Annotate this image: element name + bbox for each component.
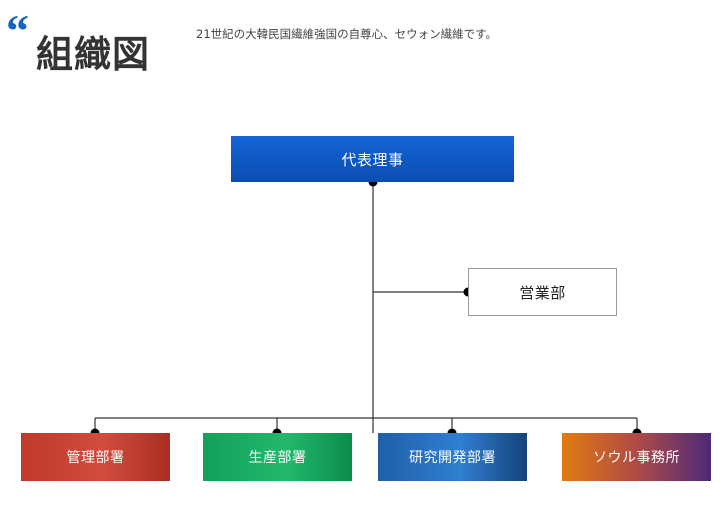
org-node-sales[interactable]: 営業部 bbox=[468, 268, 617, 316]
org-node-rnd-label: 研究開発部署 bbox=[409, 450, 496, 466]
org-node-root[interactable]: 代表理事 bbox=[231, 136, 514, 182]
org-node-production[interactable]: 生産部署 bbox=[203, 433, 352, 481]
org-chart: 代表理事 営業部 管理部署 生産部署 研究開発部署 ソウル事務所 bbox=[0, 70, 725, 516]
org-node-seoul-office-label: ソウル事務所 bbox=[593, 450, 680, 466]
org-node-seoul-office[interactable]: ソウル事務所 bbox=[562, 433, 711, 481]
page-title: 組織図 bbox=[36, 32, 150, 76]
org-node-sales-label: 営業部 bbox=[519, 283, 566, 302]
org-node-rnd[interactable]: 研究開発部署 bbox=[378, 433, 527, 481]
page-subtitle: 21世紀の大韓民国繊維強国の自尊心、セウォン繊維です。 bbox=[196, 27, 497, 41]
quote-mark-icon: “ bbox=[6, 5, 29, 56]
org-node-root-label: 代表理事 bbox=[341, 150, 404, 169]
org-node-management[interactable]: 管理部署 bbox=[21, 433, 170, 481]
org-node-production-label: 生産部署 bbox=[248, 450, 307, 466]
page-header: “ 組織図 21世紀の大韓民国繊維強国の自尊心、セウォン繊維です。 bbox=[0, 0, 725, 76]
org-node-management-label: 管理部署 bbox=[66, 450, 125, 466]
